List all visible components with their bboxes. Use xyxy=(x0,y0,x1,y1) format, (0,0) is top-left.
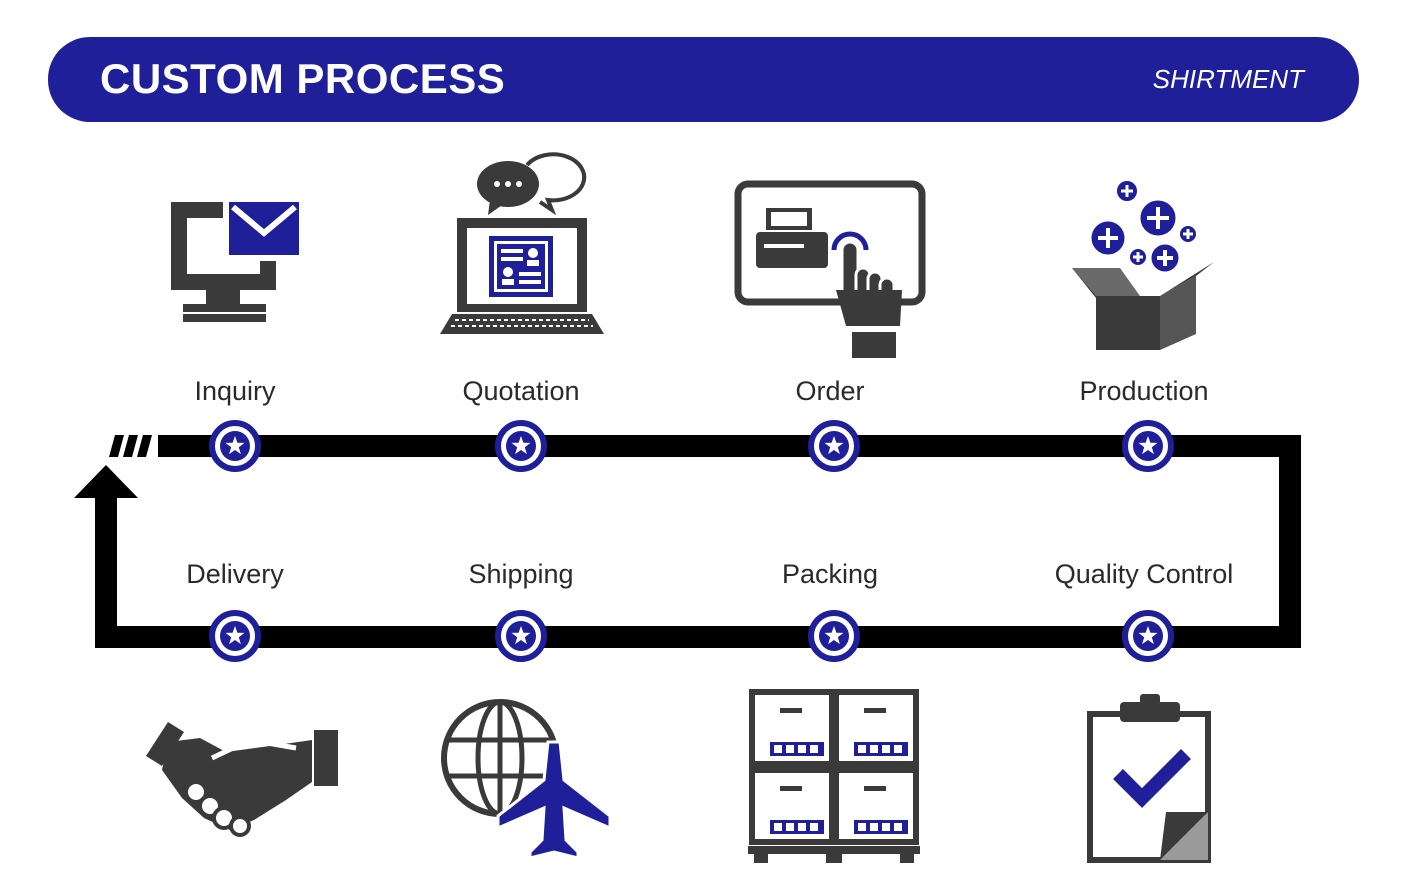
step-label-delivery: Delivery xyxy=(186,559,284,589)
node-packing xyxy=(808,610,860,662)
clipboard-check-icon xyxy=(1087,694,1211,863)
step-label-order: Order xyxy=(795,376,864,406)
step-label-production: Production xyxy=(1079,376,1208,406)
track-start-dashes xyxy=(109,435,152,457)
star-icon xyxy=(511,626,531,645)
box-plus-icon xyxy=(1072,179,1214,350)
star-icon xyxy=(225,436,245,455)
node-quotation xyxy=(495,420,547,472)
touch-screen-printer-icon xyxy=(734,180,926,358)
track-bottom xyxy=(95,626,1301,648)
arrow-up-icon xyxy=(74,465,138,498)
process-track xyxy=(74,435,1301,648)
track-top xyxy=(158,435,1301,457)
node-order xyxy=(808,420,860,472)
computer-mail-icon xyxy=(171,196,305,322)
stacked-boxes-icon xyxy=(748,689,920,863)
laptop-chat-icon xyxy=(440,152,604,334)
node-inquiry xyxy=(209,420,261,472)
step-label-inquiry: Inquiry xyxy=(194,376,276,406)
page-title: CUSTOM PROCESS xyxy=(100,55,506,102)
step-label-shipping: Shipping xyxy=(468,559,573,589)
node-production xyxy=(1122,420,1174,472)
track-right xyxy=(1279,435,1301,648)
step-label-quotation: Quotation xyxy=(462,376,579,406)
step-label-packing: Packing xyxy=(782,559,878,589)
globe-airplane-icon xyxy=(441,699,612,860)
handshake-icon xyxy=(146,722,338,837)
node-shipping xyxy=(495,610,547,662)
node-delivery xyxy=(209,610,261,662)
brand-name: SHIRTMENT xyxy=(1152,64,1304,94)
star-icon xyxy=(511,436,531,455)
header-banner: CUSTOM PROCESS SHIRTMENT xyxy=(48,37,1359,122)
step-label-quality-control: Quality Control xyxy=(1055,559,1234,589)
node-quality-control xyxy=(1122,610,1174,662)
star-icon xyxy=(1138,436,1158,455)
star-icon xyxy=(824,626,844,645)
track-left xyxy=(95,495,117,648)
star-icon xyxy=(824,436,844,455)
star-icon xyxy=(1138,626,1158,645)
star-icon xyxy=(225,626,245,645)
